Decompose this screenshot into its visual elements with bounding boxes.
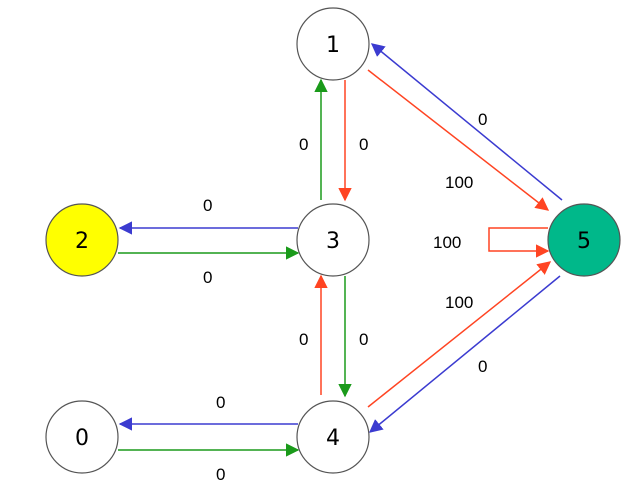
node-5-circle (547, 203, 621, 277)
node-0-label: 0 (75, 426, 89, 451)
edge-label-4-to-5: 100 (445, 293, 473, 312)
node-2: 2 (45, 203, 119, 277)
nodes-layer: 1 2 3 5 0 4 (45, 7, 621, 474)
edge-label-5-to-1: 0 (478, 110, 487, 129)
node-1-circle (296, 7, 370, 81)
edge-label-5-to-4: 0 (478, 357, 487, 376)
node-0: 0 (45, 400, 119, 474)
node-5: 5 (547, 203, 621, 277)
edge-4-to-5 (367, 261, 552, 408)
node-2-label: 2 (75, 229, 89, 254)
node-1: 1 (296, 7, 370, 81)
edge-label-1-to-5: 100 (445, 173, 473, 192)
node-3-label: 3 (326, 229, 340, 254)
edges-layer: 0 0 100 0 0 0 100 0 0 100 0 0 (118, 43, 563, 484)
node-4: 4 (296, 400, 370, 474)
edge-label-3-to-4: 0 (359, 330, 368, 349)
node-4-circle (296, 400, 370, 474)
node-2-circle (45, 203, 119, 277)
edge-label-3-to-1: 0 (299, 135, 308, 154)
node-3-circle (296, 203, 370, 277)
edge-label-2-to-3: 0 (203, 268, 212, 287)
edge-5-self-loop (488, 227, 550, 258)
node-5-label: 5 (577, 229, 591, 254)
edge-label-1-to-3: 0 (359, 135, 368, 154)
edge-label-0-to-4: 0 (216, 465, 225, 484)
edge-1-to-5 (367, 69, 550, 211)
node-0-circle (45, 400, 119, 474)
edge-5-to-1 (370, 43, 563, 201)
edge-5-to-4 (368, 275, 561, 433)
edge-label-3-to-2: 0 (203, 196, 212, 215)
node-4-label: 4 (326, 426, 340, 451)
edge-label-4-to-3: 0 (299, 330, 308, 349)
edge-label-5-self-loop: 100 (433, 233, 461, 252)
edge-label-4-to-0: 0 (216, 393, 225, 412)
node-3: 3 (296, 203, 370, 277)
node-1-label: 1 (326, 33, 340, 58)
